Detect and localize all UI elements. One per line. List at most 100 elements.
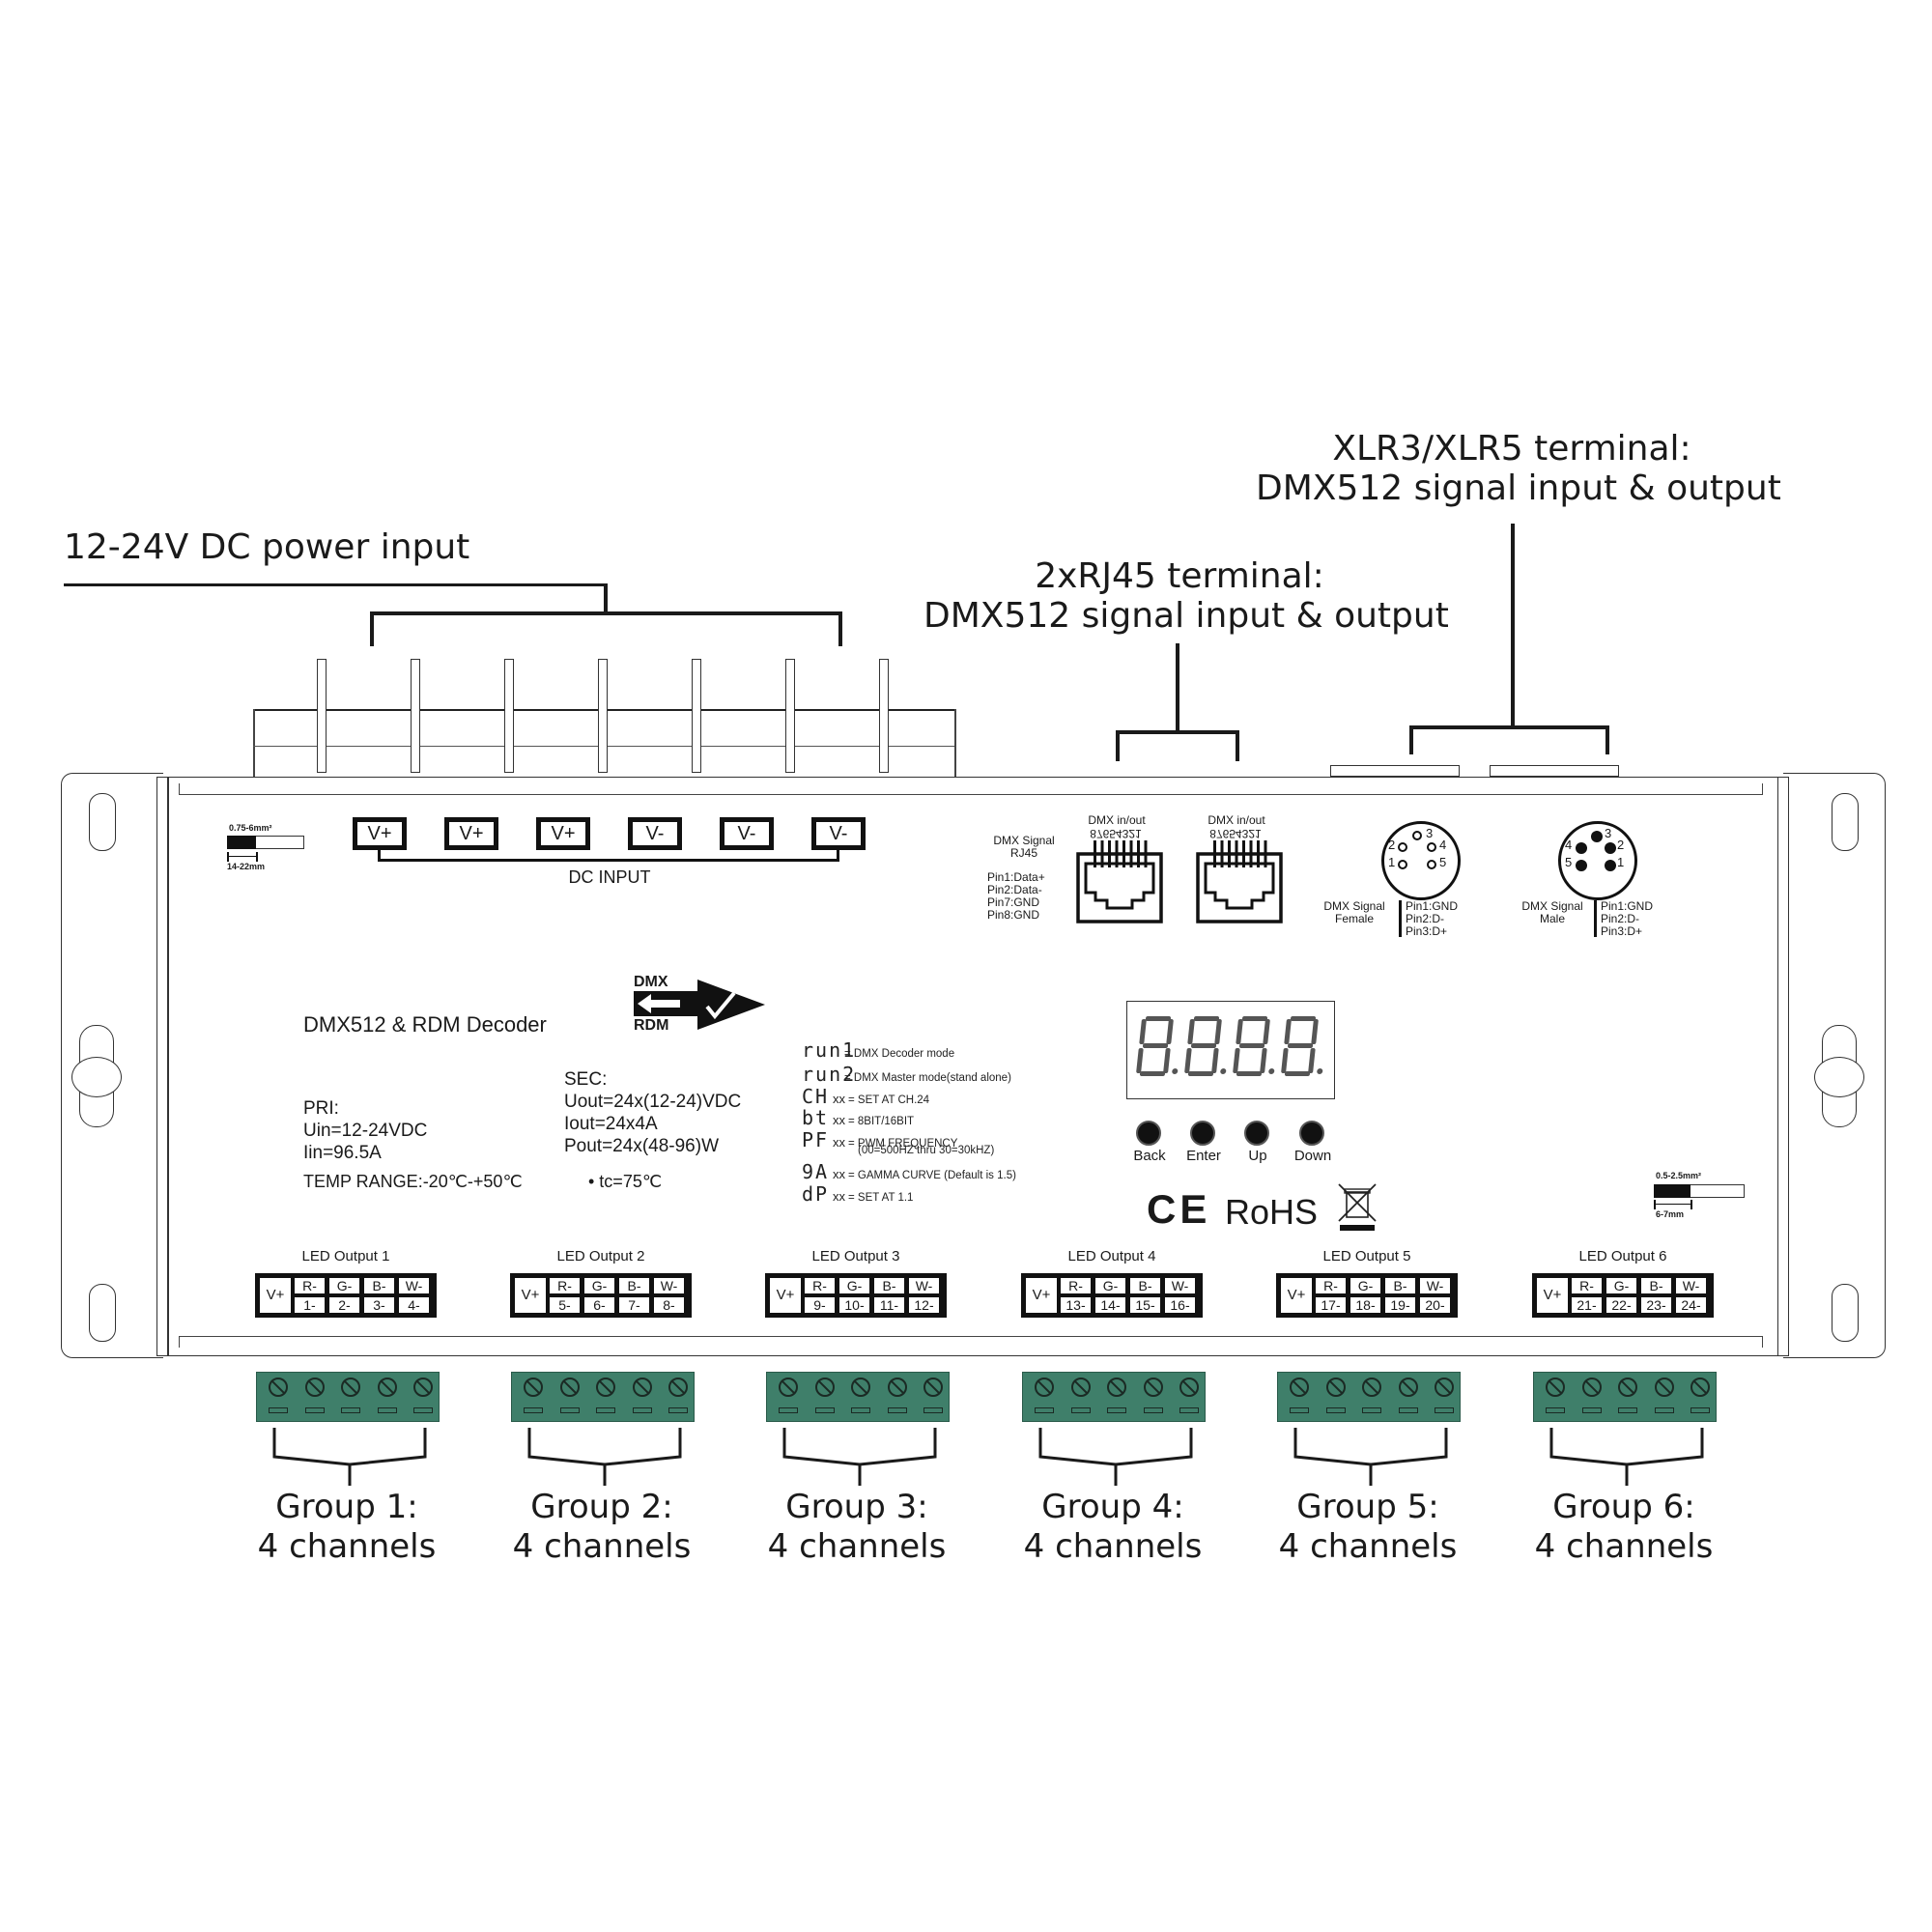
led-color-cell: G- [1606, 1278, 1636, 1293]
led-channel-cell: 13- [1061, 1297, 1091, 1313]
display-digit [1231, 1016, 1276, 1076]
legend-desc: = GAMMA CURVE (Default is 1.5) [848, 1170, 1016, 1181]
led-channel-cell: 22- [1606, 1297, 1636, 1313]
xlr-male-title-line2: Male [1539, 912, 1565, 925]
legend-desc: = SET AT CH.24 [848, 1094, 930, 1106]
xlr-m-pin5-num: 5 [1565, 855, 1573, 869]
rj45-port: DMX in/out 87654321 [1190, 813, 1283, 939]
display-segment [1308, 1048, 1316, 1073]
rj45-callout-stem [1176, 643, 1179, 734]
power-input-callout: 12-24V DC power input [64, 527, 470, 567]
group-label: Group 6:4 channels [1518, 1488, 1730, 1567]
rj45-pin2: Pin2:Data- [987, 883, 1042, 896]
led-vplus-cell: V+ [1537, 1278, 1568, 1313]
led-vplus-cell: V+ [1281, 1278, 1312, 1313]
led-output-screw-terminal [1277, 1372, 1461, 1422]
xlr-f-pin1-desc: Pin1:GND [1406, 899, 1459, 913]
sec-specs: SEC: Uout=24x(12-24)VDC Iout=24x4A Pout=… [564, 1068, 741, 1157]
control-buttons: Back Enter Up Down [1121, 1121, 1352, 1169]
screw-icon [1546, 1378, 1565, 1397]
wire-slot [1654, 1407, 1674, 1413]
display-segment [1187, 1071, 1214, 1076]
dmx-rdm-logo: DMX RDM [630, 974, 775, 1036]
led-vplus-cell: V+ [515, 1278, 546, 1313]
display-segment [1284, 1019, 1292, 1044]
led-vplus-cell: V+ [770, 1278, 801, 1313]
legend-code: 9A [802, 1160, 830, 1183]
led-output-terminal-map: V+R-1-G-2-B-3-W-4- [255, 1273, 437, 1318]
screw-icon [304, 1378, 325, 1397]
terminal-fin [879, 659, 889, 773]
wire-slot [814, 1407, 835, 1413]
strip-length-left: 14-22mm [227, 862, 266, 871]
rj45-callout-line2: DMX512 signal input & output [923, 596, 1449, 636]
led-output-label: LED Output 2 [556, 1248, 645, 1264]
display-segment [1290, 1016, 1317, 1021]
display-segment [1166, 1019, 1174, 1044]
led-channel-cell: 1- [295, 1297, 325, 1313]
xlr-female-title-line2: Female [1334, 912, 1374, 925]
screw-icon [524, 1378, 543, 1397]
wire-slot [779, 1407, 798, 1413]
screw-icon [341, 1378, 360, 1397]
wire-slot [1143, 1407, 1163, 1413]
temp-range: TEMP RANGE:-20℃-+50℃ [303, 1172, 523, 1191]
legend-pf-detail: (00=500HZ thru 30=30kHZ) [858, 1145, 995, 1156]
stripped-wire-icon [227, 836, 256, 849]
led-vplus-cell: V+ [260, 1278, 291, 1313]
up-button[interactable] [1244, 1121, 1269, 1146]
down-button[interactable] [1299, 1121, 1324, 1146]
rj45-pin8: Pin8:GND [987, 908, 1040, 922]
screw-icon [1435, 1378, 1454, 1397]
led-channel-cell: 16- [1165, 1297, 1195, 1313]
rj45-pinout: Pin1:Data+ Pin2:Data- Pin7:GND Pin8:GND [987, 871, 1045, 922]
wire-slot [1179, 1407, 1199, 1413]
led-output-screw-terminal [1022, 1372, 1206, 1422]
dc-terminal-vplus-2: V+ [444, 817, 498, 850]
display-digit [1182, 1016, 1228, 1076]
mount-slot-bottom-left [89, 1284, 116, 1342]
led-channel-cell: 2- [329, 1297, 359, 1313]
xlr-m-pin1-desc: Pin1:GND [1601, 899, 1654, 913]
led-output-terminal-map: V+R-17-G-18-B-19-W-20- [1276, 1273, 1458, 1318]
pri-specs: PRI: Uin=12-24VDC Iin=96.5A [303, 1097, 427, 1164]
display-segment [1236, 1071, 1263, 1076]
xlr-female-connector: 3 2 4 1 5 [1381, 821, 1461, 900]
dc-input-label: DC INPUT [568, 867, 651, 887]
enter-button[interactable] [1190, 1121, 1215, 1146]
rj45-port: DMX in/out 87654321 [1070, 813, 1163, 939]
wire-slot [596, 1407, 615, 1413]
xlr-f-pin3-num: 3 [1426, 826, 1434, 840]
mounting-flange-left [61, 773, 163, 1358]
display-segment [1187, 1019, 1195, 1044]
wire-slot [1325, 1407, 1346, 1413]
wire-slot [1435, 1407, 1454, 1413]
enter-button-label: Enter [1186, 1148, 1221, 1164]
power-callout-bracket [370, 611, 842, 615]
rj45-bracket-left [1116, 730, 1120, 761]
group-bracket [272, 1428, 427, 1486]
led-output-screw-terminal [1533, 1372, 1717, 1422]
wire-slot [1107, 1407, 1126, 1413]
down-button-label: Down [1293, 1148, 1332, 1164]
xlr-m-pin3-num: 3 [1605, 826, 1612, 840]
power-callout-leader [64, 583, 607, 586]
power-bracket-left [370, 611, 374, 646]
display-segment [1311, 1019, 1319, 1044]
xlr-m-pin4-num: 4 [1565, 838, 1573, 852]
display-segment [1214, 1019, 1222, 1044]
led-channel-cell: 5- [550, 1297, 580, 1313]
rj45-callout-bracket [1116, 730, 1239, 734]
terminal-fin [692, 659, 701, 773]
led-color-cell: R- [550, 1278, 580, 1293]
led-output-label: LED Output 6 [1578, 1248, 1667, 1264]
led-channel-cell: 20- [1420, 1297, 1450, 1313]
screw-icon [1107, 1378, 1126, 1397]
led-channel-cell: 19- [1385, 1297, 1415, 1313]
display-segment [1139, 1019, 1147, 1044]
led-channel-cell: 15- [1130, 1297, 1160, 1313]
rj45-bracket-right [1236, 730, 1239, 761]
back-button[interactable] [1136, 1121, 1161, 1146]
wire-gauge-right: 0.5-2.5mm² [1656, 1171, 1702, 1180]
group-label: Group 1:4 channels [241, 1488, 453, 1567]
